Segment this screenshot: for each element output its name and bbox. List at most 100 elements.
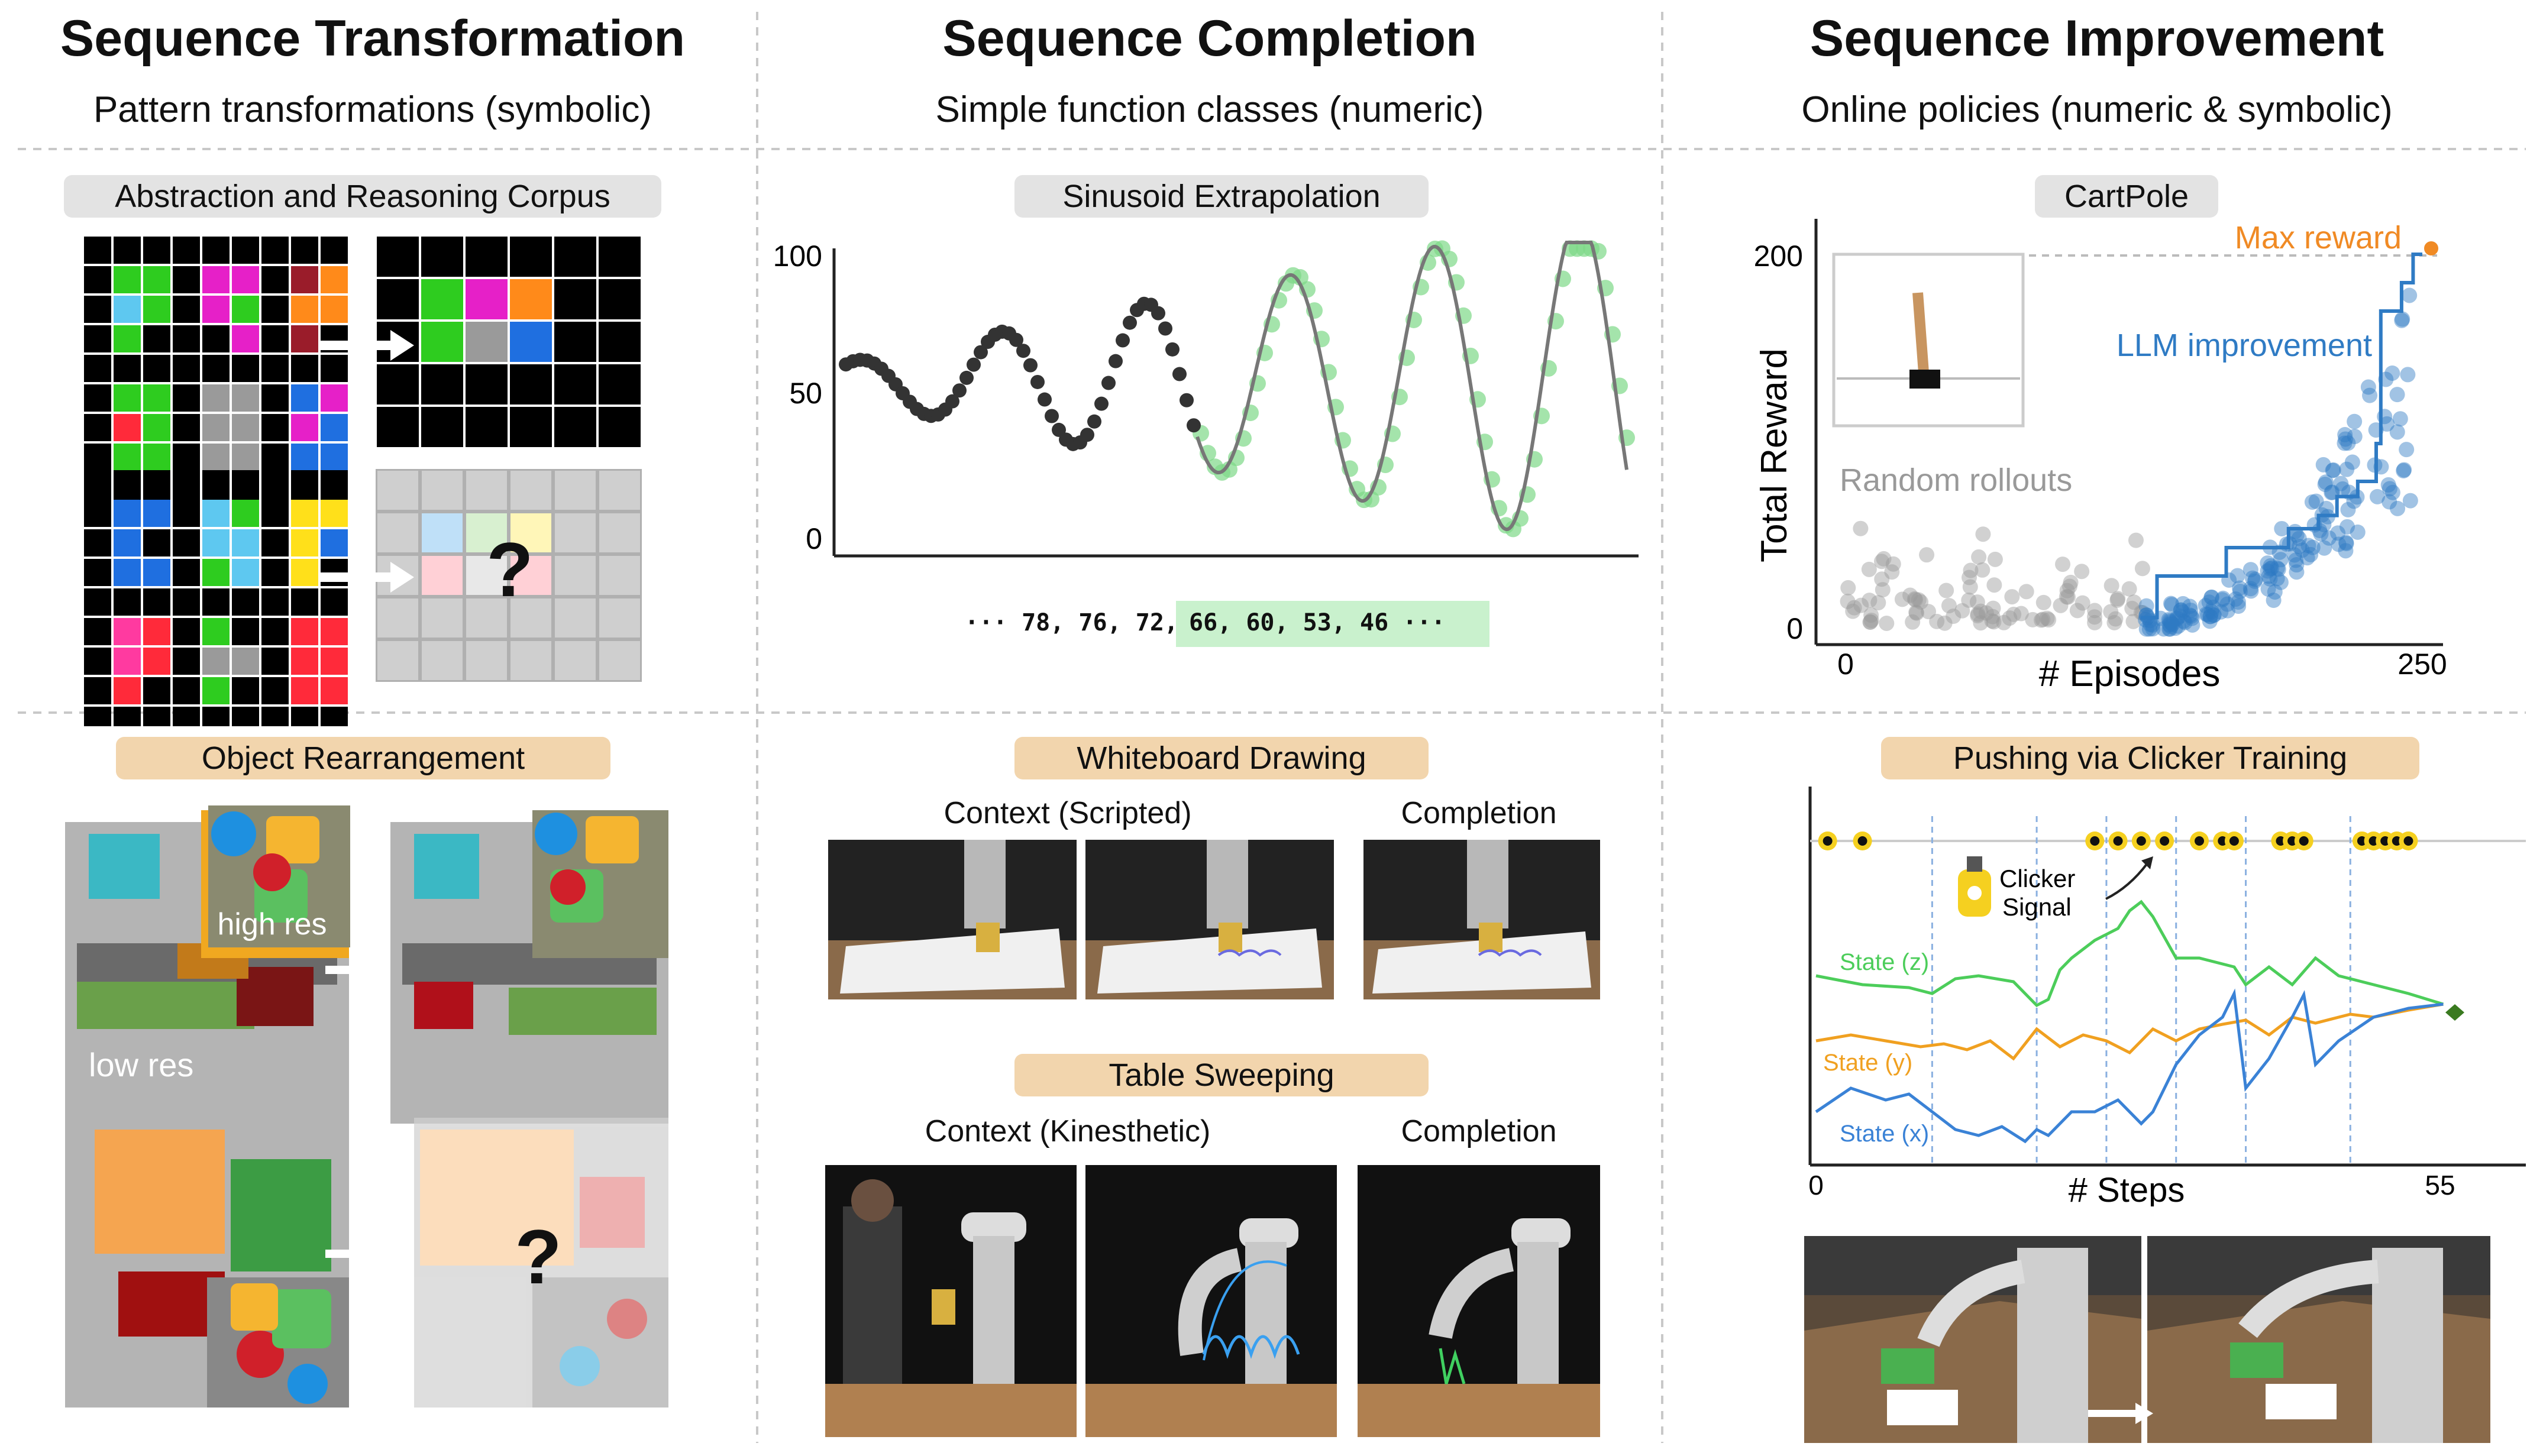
cartpole-llm-point bbox=[2167, 620, 2183, 636]
sinusoid-completion-point bbox=[1292, 269, 1308, 286]
arc-input-2-cell bbox=[84, 529, 111, 556]
cartpole-random-point bbox=[1907, 591, 1922, 607]
sequence-context-text: ··· 78, 76, 72, bbox=[964, 609, 1178, 636]
sinusoid-context-point bbox=[1038, 392, 1052, 407]
arc-input-1-cell bbox=[261, 325, 289, 352]
cartpole-random-point bbox=[2087, 603, 2103, 619]
cartpole-llm-point bbox=[2213, 604, 2229, 620]
cartpole-annotation-llm: LLM improvement bbox=[2117, 328, 2372, 363]
arc-input-2-cell bbox=[321, 677, 348, 704]
cartpole-llm-point bbox=[2396, 462, 2412, 478]
arc-input-2-cell bbox=[261, 648, 289, 675]
cartpole-llm-point bbox=[2184, 610, 2200, 626]
arc-output-2-cell bbox=[466, 513, 507, 552]
cartpole-llm-point bbox=[2205, 599, 2221, 615]
arc-output-2-bg bbox=[376, 469, 642, 682]
cartpole-llm-point bbox=[2172, 608, 2188, 624]
arc-output-2 bbox=[376, 469, 642, 682]
arc-input-1-cell bbox=[261, 296, 289, 323]
cartpole-llm-point bbox=[2203, 609, 2219, 625]
cartpole-random-point bbox=[1840, 580, 1856, 596]
cartpole-random-point bbox=[2006, 606, 2022, 622]
cartpole-llm-point bbox=[2289, 564, 2305, 580]
cartpole-llm-point bbox=[2321, 530, 2337, 546]
cartpole-random-point bbox=[1986, 614, 2002, 630]
arc-output-2-cell bbox=[422, 513, 463, 552]
cartpole-random-point bbox=[2041, 612, 2057, 628]
cartpole-llm-point bbox=[2161, 617, 2177, 633]
arc-input-1-cell bbox=[173, 414, 200, 441]
arc-input-1-cell bbox=[291, 384, 318, 412]
cartpole-llm-point bbox=[2204, 604, 2220, 620]
cartpole-random-point bbox=[2103, 578, 2119, 594]
arc-input-1-cell bbox=[173, 237, 200, 264]
cartpole-random-point bbox=[1870, 595, 1886, 611]
arc-output-2-cell bbox=[377, 641, 418, 680]
clicker-bottle-icon bbox=[1958, 856, 1991, 917]
arc-input-1-cell bbox=[114, 237, 141, 264]
arc-input-2-cell bbox=[291, 707, 318, 726]
cartpole-random-point bbox=[2108, 611, 2124, 627]
cartpole-random-point bbox=[1941, 598, 1957, 614]
cartpole-random-point bbox=[2059, 589, 2075, 605]
cartpole-ylabel: Total Reward bbox=[1754, 348, 1795, 562]
cartpole-llm-point bbox=[2201, 594, 2217, 610]
cartpole-llm-point bbox=[2206, 607, 2222, 623]
arc-input-1-cell bbox=[114, 296, 141, 323]
cartpole-llm-point bbox=[2270, 561, 2286, 577]
cartpole-llm-point bbox=[2182, 607, 2198, 623]
arc-input-2-cell bbox=[173, 588, 200, 616]
sinusoid-chart: 100 50 0 bbox=[773, 240, 1639, 558]
arc-output-1-cell bbox=[510, 322, 552, 362]
cartpole-llm-point bbox=[2214, 592, 2230, 608]
column-title-improvement: Sequence Improvement bbox=[1809, 10, 2384, 67]
cartpole-random-point bbox=[1970, 606, 1986, 622]
sinusoid-ytick-50: 50 bbox=[789, 377, 822, 410]
clicker-xtick-55: 55 bbox=[2425, 1170, 2455, 1201]
cartpole-random-point bbox=[2106, 614, 2122, 630]
clicker-signal-dot bbox=[2195, 836, 2204, 846]
clicker-chart: State (z) State (y) State (x) Clicker Si… bbox=[1808, 787, 2526, 1206]
clicker-signal-dot bbox=[2229, 836, 2239, 846]
cartpole-llm-point bbox=[2164, 616, 2180, 632]
arc-output-1-cell bbox=[421, 279, 463, 319]
sinusoid-context-point bbox=[1094, 396, 1109, 411]
arc-input-2-cell bbox=[232, 707, 259, 726]
cartpole-llm-point bbox=[2215, 590, 2231, 606]
arc-input-1-cell bbox=[84, 355, 111, 382]
cartpole-random-point bbox=[1840, 593, 1856, 609]
cartpole-random-point bbox=[2125, 613, 2141, 629]
cartpole-llm-point bbox=[2182, 598, 2198, 614]
arc-input-1-cell bbox=[202, 237, 230, 264]
sweeping-photos bbox=[825, 1165, 1600, 1437]
cartpole-llm-point bbox=[2169, 611, 2185, 627]
arc-input-1-cell bbox=[291, 296, 318, 323]
cartpole-llm-point bbox=[2402, 287, 2418, 303]
cartpole-llm-point bbox=[2289, 557, 2305, 573]
cartpole-random-point bbox=[2004, 589, 2020, 605]
arc-output-1-cell bbox=[377, 407, 419, 447]
cartpole-random-point bbox=[1913, 594, 1929, 610]
arc-input-1-cell bbox=[84, 266, 111, 293]
arc-input-2-cell bbox=[143, 677, 170, 704]
cartpole-random-point bbox=[1954, 603, 1970, 619]
cartpole-random-point bbox=[2110, 591, 2126, 607]
sinusoid-ground-truth-line bbox=[1195, 241, 1628, 532]
column-subtitle-improvement: Online policies (numeric & symbolic) bbox=[1801, 89, 2393, 130]
clicker-signal-dot bbox=[1857, 836, 1867, 846]
whiteboard-photo-completion bbox=[1363, 840, 1600, 999]
clicker-series-x-label: State (x) bbox=[1840, 1121, 1929, 1147]
arc-input-2-cell bbox=[202, 529, 230, 556]
cartpole-llm-point bbox=[2286, 547, 2302, 563]
cartpole-llm-point bbox=[2300, 538, 2316, 554]
arc-input-1-cell bbox=[173, 355, 200, 382]
arc-input-2-cell bbox=[321, 707, 348, 726]
arc-input-1-cell bbox=[291, 444, 318, 471]
arc-arrowhead-bottom bbox=[390, 562, 414, 593]
cartpole-random-point bbox=[1861, 561, 1877, 577]
cartpole-llm-point bbox=[2325, 462, 2341, 478]
arc-output-1-cell bbox=[466, 407, 508, 447]
arc-input-2-cell bbox=[202, 707, 230, 726]
cartpole-llm-point bbox=[2200, 607, 2216, 623]
arc-output-2-cell bbox=[466, 471, 507, 510]
